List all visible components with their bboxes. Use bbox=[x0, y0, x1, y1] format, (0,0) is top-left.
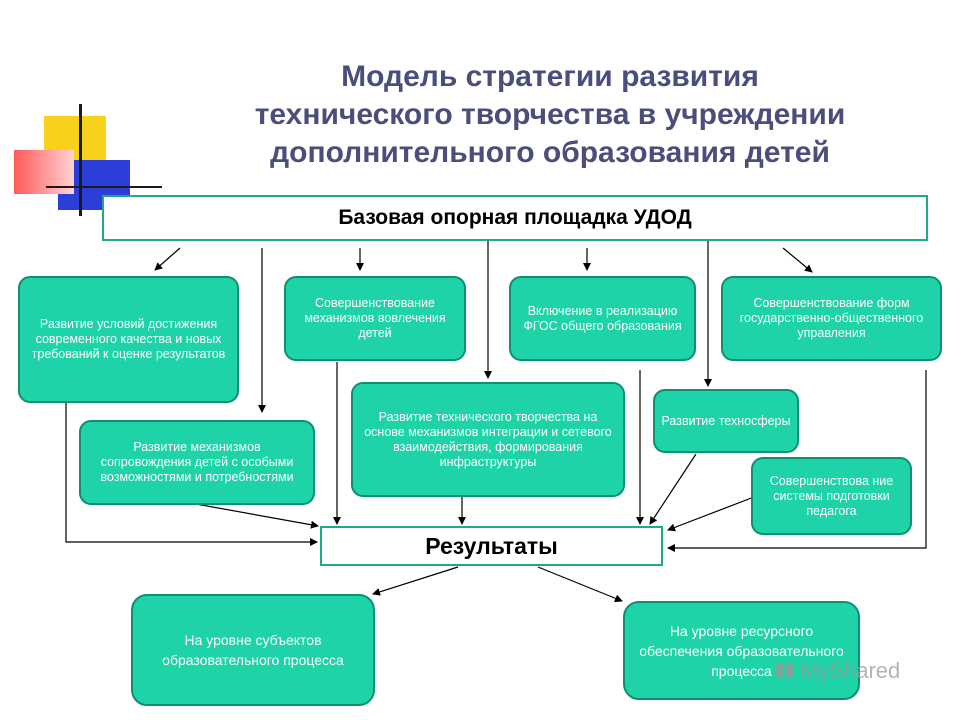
watermark-logo-icon bbox=[775, 664, 793, 678]
arrow-technosphere-to-results bbox=[649, 453, 697, 525]
node-tech-creativity: Развитие технического творчества на осно… bbox=[351, 382, 625, 497]
arrow-results-to-subjects bbox=[372, 566, 459, 596]
title-line-1: Модель стратегии развития bbox=[341, 60, 759, 93]
page-title: Модель стратегии развития технического т… bbox=[150, 58, 950, 172]
watermark: MyShared bbox=[772, 658, 900, 684]
decor-horizontal-line bbox=[46, 186, 162, 188]
node-support: Развитие механизмов сопровождения детей … bbox=[79, 420, 315, 505]
title-line-2: технического творчества в учреждении bbox=[254, 98, 846, 131]
arrow-base-to-conditions bbox=[154, 247, 181, 271]
decor-vertical-line bbox=[79, 104, 82, 216]
base-platform-bar: Базовая опорная площадка УДОД bbox=[102, 195, 928, 241]
arrow-results-to-resources bbox=[537, 566, 623, 603]
node-fgos: Включение в реализацию ФГОС общего образ… bbox=[509, 276, 696, 361]
node-teacher-training: Совершенствова ние системы подготовки пе… bbox=[751, 457, 912, 535]
arrow-support-to-results bbox=[195, 503, 319, 529]
results-bar: Результаты bbox=[320, 526, 663, 566]
arrow-base-to-governance bbox=[782, 247, 813, 273]
node-technosphere: Развитие техносферы bbox=[653, 389, 799, 453]
node-subjects-level: На уровне субъектов образовательного про… bbox=[131, 594, 375, 706]
title-line-3: дополнительного образования детей bbox=[270, 136, 830, 169]
arrow-conditions-to-results bbox=[65, 402, 318, 546]
watermark-text: MyShared bbox=[800, 658, 901, 683]
arrow-governance-to-results bbox=[667, 370, 927, 552]
node-governance: Совершенствование форм государственно-об… bbox=[721, 276, 942, 361]
arrow-teacher-to-results bbox=[667, 496, 755, 532]
node-conditions: Развитие условий достижения современного… bbox=[18, 276, 239, 403]
node-involvement: Совершенствование механизмов вовлечения … bbox=[284, 276, 466, 361]
node-resource-level: На уровне ресурсного обеспечения образов… bbox=[623, 601, 860, 700]
